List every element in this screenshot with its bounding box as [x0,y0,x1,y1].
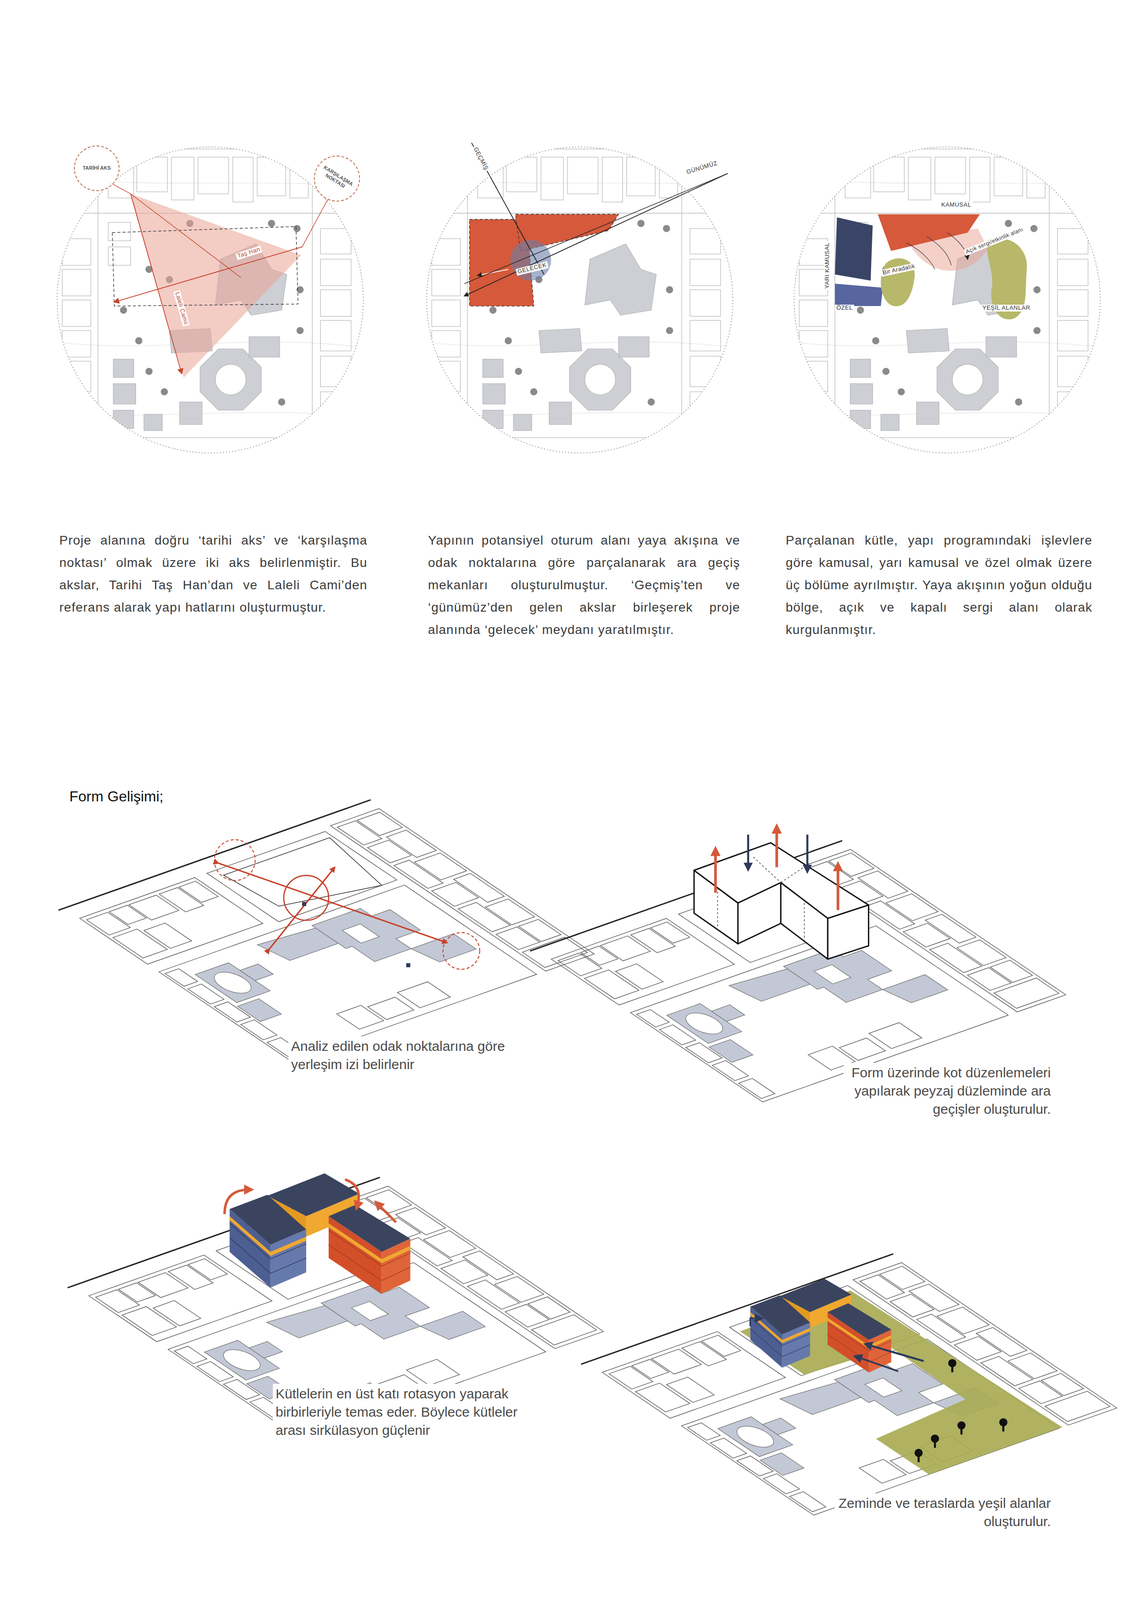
illustration-shape [877,214,981,252]
illustration-shape [443,933,480,971]
illustration-shape [477,269,509,276]
step-caption: Form üzerinde kot düzenlemeleri yapılara… [843,1063,1054,1120]
illustration-shape [464,173,728,296]
illustration-shape [930,1434,939,1444]
map-label: GEÇMİŞ [471,145,491,173]
illustration-shape [714,851,717,894]
drawing [46,136,1120,1519]
illustration-shape [46,136,374,464]
illustration-shape [214,839,256,881]
description-paragraph: Parçalanan kütle, yapı programındaki işl… [785,529,1093,642]
illustration-shape [750,1318,760,1327]
illustration-shape [130,193,182,374]
description-paragraph: Proje alanına doğru ‘tarihi aks’ ve ‘kar… [59,529,368,619]
illustration-shape [836,866,840,911]
focus-circle: TARİHİ AKS [73,145,120,192]
illustration-shape [951,1366,954,1373]
illustration-shape [416,136,744,464]
circle-label: KARŞILAŞMA NOKTASI [318,163,355,194]
illustration-shape [917,1456,920,1463]
illustration-shape [229,1173,411,1295]
iso-figure [67,1173,607,1442]
illustration-shape [775,828,778,868]
illustration-shape [717,857,812,941]
illustration-shape [1002,1425,1005,1432]
illustration-shape [224,1189,250,1215]
illustration-shape [693,843,869,960]
illustration-shape [218,863,448,944]
illustration-shape [948,1359,957,1368]
illustration-shape [867,1345,924,1362]
illustration-shape [426,146,733,454]
illustration-shape [834,283,883,307]
illustration-shape [580,1254,1120,1518]
illustration-shape [960,1429,963,1435]
illustration-shape [114,246,303,303]
illustration-shape [302,902,307,907]
map-label: YARI KAMUSAL [824,241,831,291]
site-circle [46,136,374,464]
illustration-shape [857,1357,898,1372]
illustration-shape [693,843,869,919]
illustration-shape [130,193,302,378]
illustration-shape [914,1359,1008,1463]
illustration-shape [58,800,598,1064]
illustration-shape [957,1421,966,1430]
section-title: Form Gelişimi; [69,788,164,806]
illustration-shape [746,834,749,868]
illustration-shape [999,1418,1008,1427]
step-caption: Zeminde ve teraslarda yeşil alanlar oluş… [834,1493,1054,1533]
description-paragraph: Yapının potansiyel oturum alanı yaya akı… [427,529,741,642]
illustration-shape [344,1179,359,1207]
iso-figure [580,1254,1120,1518]
illustration-shape [416,136,744,464]
illustration-shape [377,1204,397,1223]
illustration-shape [806,834,809,870]
iso-figure [58,800,598,1064]
illustration-shape [510,239,552,281]
focus-circle: KARŞILAŞMA NOKTASI [313,155,360,202]
illustration-shape [914,1449,923,1458]
illustration-shape [406,963,411,968]
map-label: GÜNÜMÜZ [684,159,720,177]
illustration-shape [580,1254,1120,1518]
illustration-shape [693,828,869,960]
illustration-shape [58,800,598,1064]
step-caption: Kütlelerin en üst katı rotasyon yaparak … [272,1384,529,1441]
illustration-shape [46,136,374,464]
illustration-shape [302,193,331,247]
illustration-shape [783,136,1111,464]
illustration-shape [464,173,728,284]
illustration-shape [793,146,1101,454]
site-circle [783,136,1111,464]
illustration-shape [57,146,364,454]
map-label: ÖZEL [834,304,855,312]
circle-label: TARİHİ AKS [82,165,111,172]
step-caption: Analiz edilen odak noktalarına göre yerl… [288,1036,535,1075]
illustration-shape [750,1278,892,1373]
illustration-shape [283,875,329,921]
illustration-shape [269,867,335,950]
illustration-shape [933,1442,936,1449]
illustration-shape [130,193,241,278]
map-label: KAMUSAL [939,201,973,209]
site-circle [416,136,744,464]
illustration-shape [223,838,394,919]
illustration-shape [834,217,873,281]
illustration-shape [783,136,1111,464]
map-label: YEŞİL ALANLAR [980,304,1032,312]
